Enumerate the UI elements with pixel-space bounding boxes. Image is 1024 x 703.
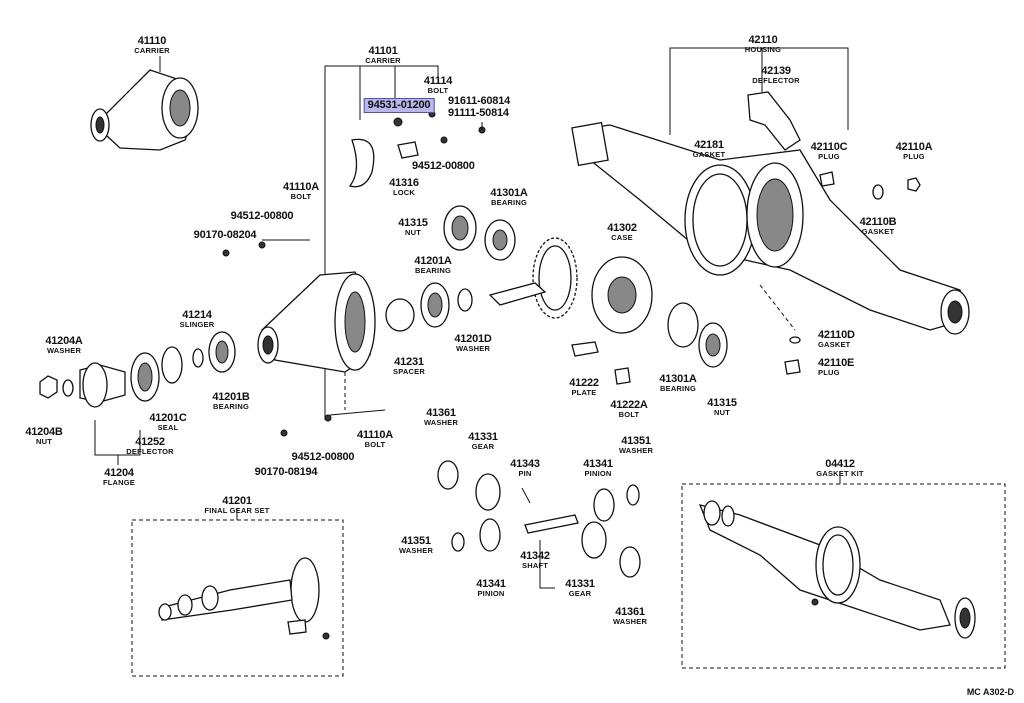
bearing-cap-drawing [348, 110, 486, 188]
differential-case-drawing [571, 256, 728, 385]
carrier-housing-drawing [222, 239, 386, 437]
label-94512-00800-top[interactable]: 94512-00800 [412, 160, 475, 172]
label-90170-08194[interactable]: 90170-08194 [254, 466, 318, 478]
axle-housing-42110-drawing [571, 47, 970, 375]
carrier-41110-drawing [90, 56, 199, 151]
label-94531-01200-highlighted[interactable]: 94531-01200 [363, 98, 435, 113]
label-94512-00800-bottom[interactable]: 94512-00800 [291, 451, 355, 463]
gasket-kit-box [681, 472, 1006, 669]
spacer-bearing-drawing [385, 205, 516, 332]
label-91111-50814[interactable]: 91111-50814 [448, 107, 509, 119]
label-94512-00800-left[interactable]: 94512-00800 [230, 210, 294, 222]
ring-gear-drawing [488, 237, 578, 319]
differential-small-parts-drawing [437, 460, 641, 589]
label-91611-60814[interactable]: 91611-60814 [448, 95, 511, 107]
pinion-flange-parts-drawing [39, 331, 236, 465]
diagram-code: MC A302-D [966, 687, 1014, 697]
label-90170-08204[interactable]: 90170-08204 [193, 229, 257, 241]
final-gear-set-box [131, 508, 344, 677]
